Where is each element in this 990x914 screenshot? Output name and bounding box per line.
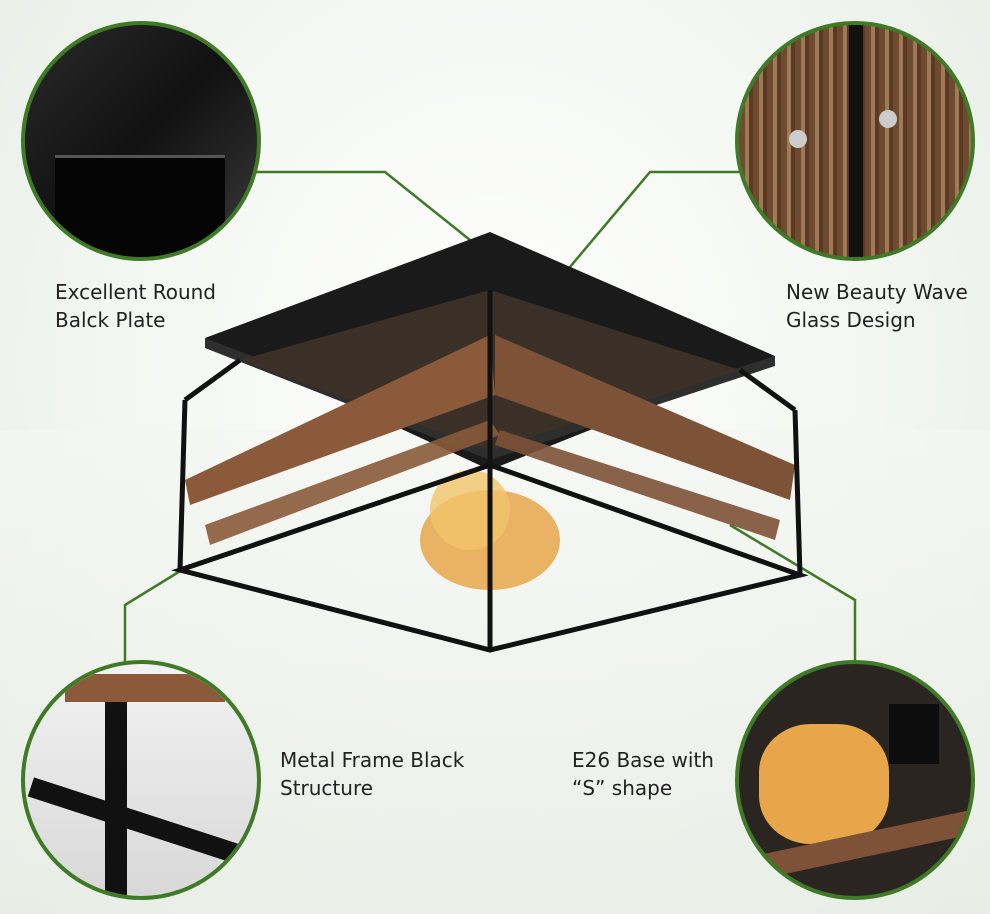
- callout-text: Excellent Round: [55, 280, 216, 304]
- callout-text: E26 Base with: [572, 748, 714, 772]
- callout-text: Metal Frame Black: [280, 748, 465, 772]
- callout-text: Balck Plate: [55, 308, 166, 332]
- callout-text: New Beauty Wave: [786, 280, 968, 304]
- callout-bottom-left: Metal Frame Black Structure: [280, 746, 464, 802]
- callout-text: “S” shape: [572, 776, 673, 800]
- detail-circle-metal-frame: [21, 660, 261, 900]
- callout-text: Glass Design: [786, 308, 916, 332]
- detail-circle-wood-frame: [735, 21, 975, 261]
- callout-text: Structure: [280, 776, 374, 800]
- callout-top-right: New Beauty Wave Glass Design: [786, 278, 968, 334]
- callout-top-left: Excellent Round Balck Plate: [55, 278, 216, 334]
- detail-circle-top-plate: [21, 21, 261, 261]
- detail-circle-bulb-base: [735, 660, 975, 900]
- callout-bottom-right: E26 Base with “S” shape: [572, 746, 714, 802]
